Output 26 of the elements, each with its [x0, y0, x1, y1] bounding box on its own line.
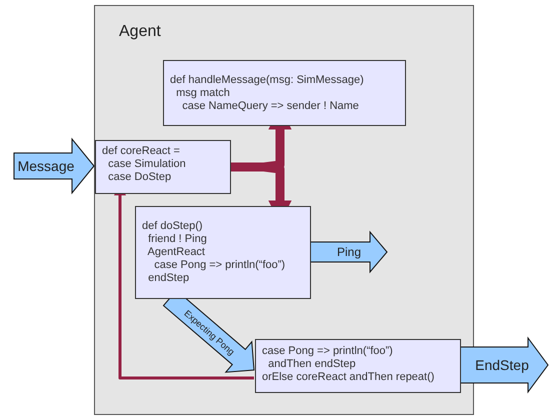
- code-line: case DoStep: [107, 171, 172, 184]
- code-line: def doStep(): [142, 220, 203, 233]
- code-box: [163, 60, 406, 126]
- code-line: friend ! Ping: [147, 233, 207, 246]
- code-line: AgentReact: [146, 246, 205, 259]
- code-line: case Simulation: [107, 158, 186, 171]
- block-arrow: [14, 138, 95, 194]
- code-line: orElse coreReact andThen repeat(): [262, 371, 434, 384]
- block-arrow: [460, 336, 549, 394]
- code-line: endStep: [147, 272, 190, 285]
- agent-panel: [94, 5, 474, 415]
- code-line: case Pong => println(“foo”): [262, 345, 393, 358]
- edge-label: EndStep: [475, 358, 529, 372]
- block-arrow: [310, 230, 388, 274]
- edge-label: Message: [18, 159, 74, 173]
- code-line: msg match: [175, 87, 230, 100]
- code-line: def handleMessage(msg: SimMessage): [170, 74, 364, 87]
- code-box: [95, 140, 231, 194]
- code-line: andThen endStep: [267, 358, 356, 371]
- code-line: case NameQuery => sender ! Name: [181, 100, 359, 113]
- code-box: [255, 339, 461, 393]
- code-line: case Pong => println(“foo”): [153, 259, 286, 272]
- edge-label: Ping: [336, 246, 362, 258]
- code-box: [135, 206, 311, 299]
- panel-title: Agent: [119, 22, 161, 42]
- code-line: def coreReact =: [102, 145, 180, 158]
